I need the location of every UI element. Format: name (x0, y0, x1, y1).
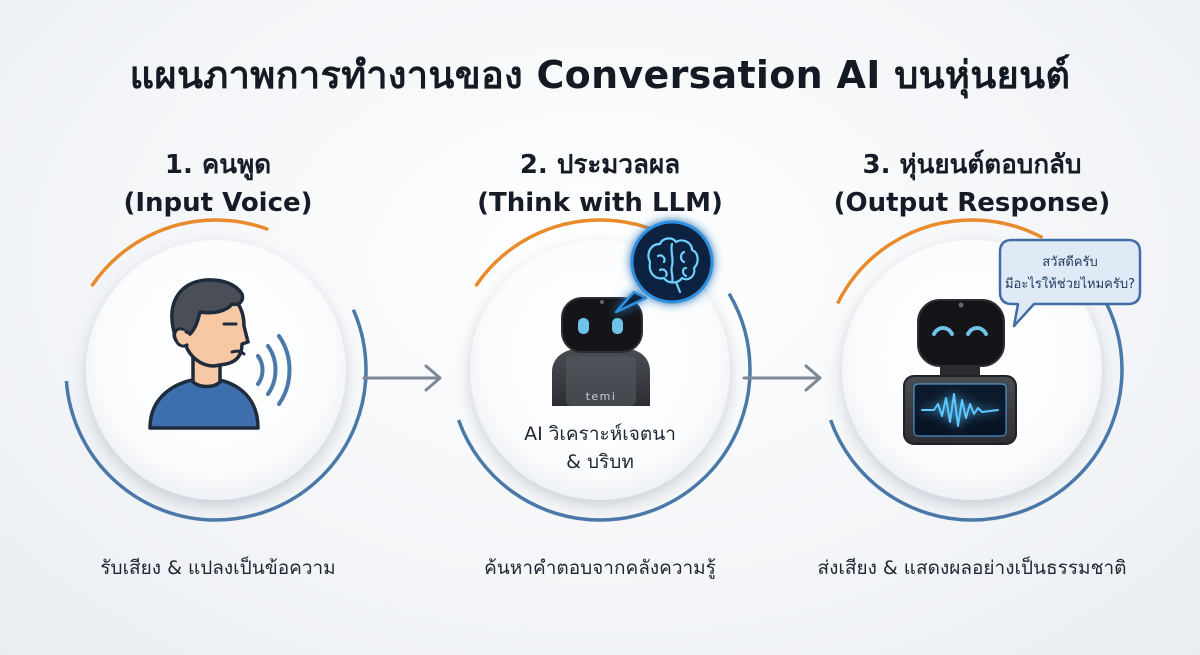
robot-responding (903, 299, 1017, 445)
step-1-ring-accent (64, 218, 368, 522)
sound-waves-icon (256, 334, 292, 406)
robot-head (917, 299, 1005, 367)
step-3-node: สวัสดีครับ มีอะไรให้ช่วยไหมครับ? (820, 218, 1142, 522)
step-2-ring (448, 218, 752, 522)
step-3-heading: 3. หุ่นยนต์ตอบกลับ (Output Response) (782, 146, 1162, 222)
step-3-ring (820, 218, 1124, 522)
robot-eye-left (932, 326, 954, 336)
robot-eye-right (966, 326, 988, 336)
step-3-subtitle: (Output Response) (833, 188, 1111, 218)
speech-line-2: มีอะไรให้ช่วยไหมครับ? (1005, 276, 1135, 292)
speech-line-1: สวัสดีครับ (1042, 254, 1098, 270)
arrow-2-to-3 (742, 364, 822, 392)
step-2-heading: 2. ประมวลผล (Think with LLM) (410, 146, 790, 222)
speaking-person-icon (148, 278, 260, 430)
step-2-title: 2. ประมวลผล (519, 150, 681, 180)
step-1-subtitle: (Input Voice) (123, 188, 313, 218)
step-1-heading: 1. คนพูด (Input Voice) (28, 146, 408, 222)
thought-bubble (614, 220, 714, 314)
step-2-subtitle: (Think with LLM) (477, 188, 723, 218)
step-2-caption: ค้นหาคำตอบจากคลังความรู้ (484, 557, 716, 579)
arrow-1-to-2 (362, 364, 442, 392)
step-2-ring-accent (448, 218, 752, 522)
step-2-inner-label-1: AI วิเคราะห์เจตนา (524, 423, 676, 445)
waveform-icon (921, 393, 999, 427)
step-3-caption: ส่งเสียง & แสดงผลอย่างเป็นธรรมชาติ (817, 557, 1127, 579)
robot-thinking: temi (552, 297, 650, 406)
step-3-title: 3. หุ่นยนต์ตอบกลับ (862, 150, 1082, 180)
step-1-caption: รับเสียง & แปลงเป็นข้อความ (100, 557, 336, 579)
step-3-ring-accent (820, 218, 1124, 522)
robot-head (561, 297, 643, 353)
step-2-node: temi AI วิเคราะห์เจตนา & บริบท (448, 218, 752, 522)
page-title: แผนภาพการทำงานของ Conversation AI บนหุ่น… (129, 53, 1071, 97)
robot-eye-right (612, 318, 623, 334)
brain-icon (647, 237, 699, 294)
step-1-title: 1. คนพูด (164, 150, 272, 180)
speech-bubble: สวัสดีครับ มีอะไรให้ช่วยไหมครับ? (998, 238, 1142, 328)
robot-eye-left (578, 318, 589, 334)
step-1-ring (64, 218, 368, 522)
robot-brand-label: temi (586, 390, 617, 403)
step-2-inner-label-2: & บริบท (566, 451, 634, 473)
step-1-node (64, 218, 368, 522)
